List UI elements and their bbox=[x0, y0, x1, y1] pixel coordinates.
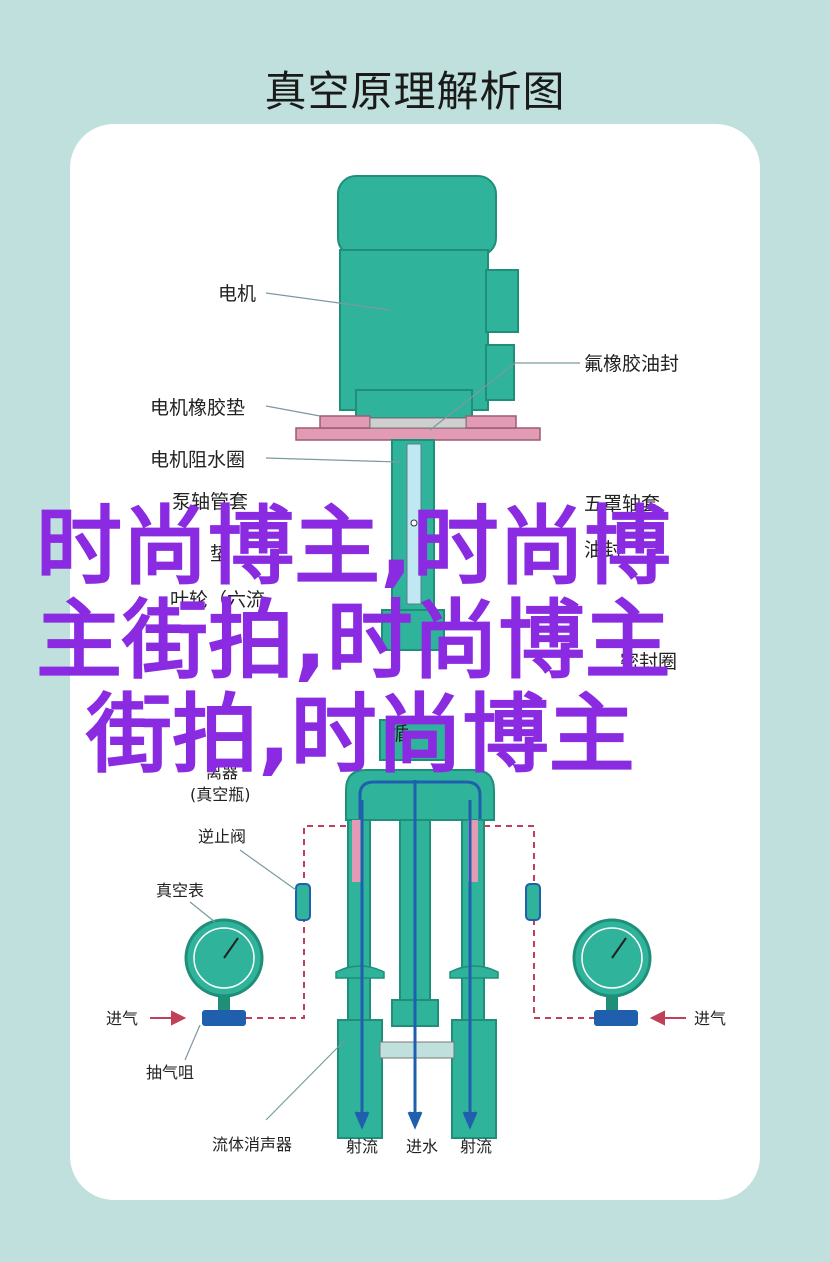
label-jet-left: 射流 bbox=[346, 1137, 378, 1156]
motor-flange bbox=[295, 415, 541, 441]
label-separator-2: (真空瓶) bbox=[190, 785, 251, 804]
vacuum-gauge-right bbox=[572, 918, 652, 1026]
label-motor: 电机 bbox=[218, 283, 256, 305]
label-water-in: 进水 bbox=[406, 1137, 438, 1156]
label-check-valve: 逆止阀 bbox=[198, 827, 246, 846]
label-circulating: 循 bbox=[390, 723, 409, 745]
flow-lines bbox=[354, 780, 478, 1130]
label-fluid-muffler: 流体消声器 bbox=[212, 1135, 292, 1154]
label-oil-seal: 油封 bbox=[584, 539, 622, 561]
label-motor-water-ring: 电机阻水圈 bbox=[150, 449, 245, 471]
inlet-arrows bbox=[150, 1010, 686, 1026]
page-title: 真空原理解析图 bbox=[264, 67, 566, 116]
label-motor-gasket: 电机橡胶垫 bbox=[150, 397, 245, 419]
label-gasket: 垫 bbox=[210, 543, 229, 565]
overlay-line: 街拍,时尚博主 bbox=[86, 685, 635, 785]
check-valve-left bbox=[295, 883, 311, 921]
motor-body bbox=[337, 175, 519, 419]
check-valve-right bbox=[525, 883, 541, 921]
overlay-line: 主街拍,时尚博主 bbox=[36, 591, 671, 691]
label-air-damper: 抽气咀 bbox=[146, 1063, 194, 1082]
label-inlet-left: 进气 bbox=[106, 1009, 138, 1028]
vacuum-lines bbox=[240, 825, 596, 1019]
label-inlet-right: 进气 bbox=[694, 1009, 726, 1028]
vacuum-gauge-left bbox=[184, 918, 264, 1026]
label-seal-ring: 密封圈 bbox=[620, 651, 677, 673]
label-jet-right: 射流 bbox=[460, 1137, 492, 1156]
label-vacuum-gauge: 真空表 bbox=[156, 881, 204, 900]
shaft-housing bbox=[379, 609, 451, 761]
label-separator-1: 离器 bbox=[206, 763, 238, 782]
jet-columns bbox=[335, 819, 499, 1139]
overlay-line: 时尚博主,时尚博 bbox=[36, 497, 671, 597]
label-five-shaft: 五罩轴套 bbox=[584, 493, 660, 515]
pump-shaft bbox=[391, 439, 435, 611]
leader-lines bbox=[184, 292, 580, 1121]
label-fluoro-seal: 氟橡胶油封 bbox=[584, 353, 679, 375]
watermark-overlay: 时尚博主,时尚博 主街拍,时尚博主 街拍,时尚博主 bbox=[36, 500, 796, 782]
label-impeller: 叶轮（六流 bbox=[170, 589, 265, 611]
label-pump-shaft-sleeve: 泵轴管套 bbox=[172, 491, 248, 513]
separator-dome bbox=[345, 769, 495, 821]
